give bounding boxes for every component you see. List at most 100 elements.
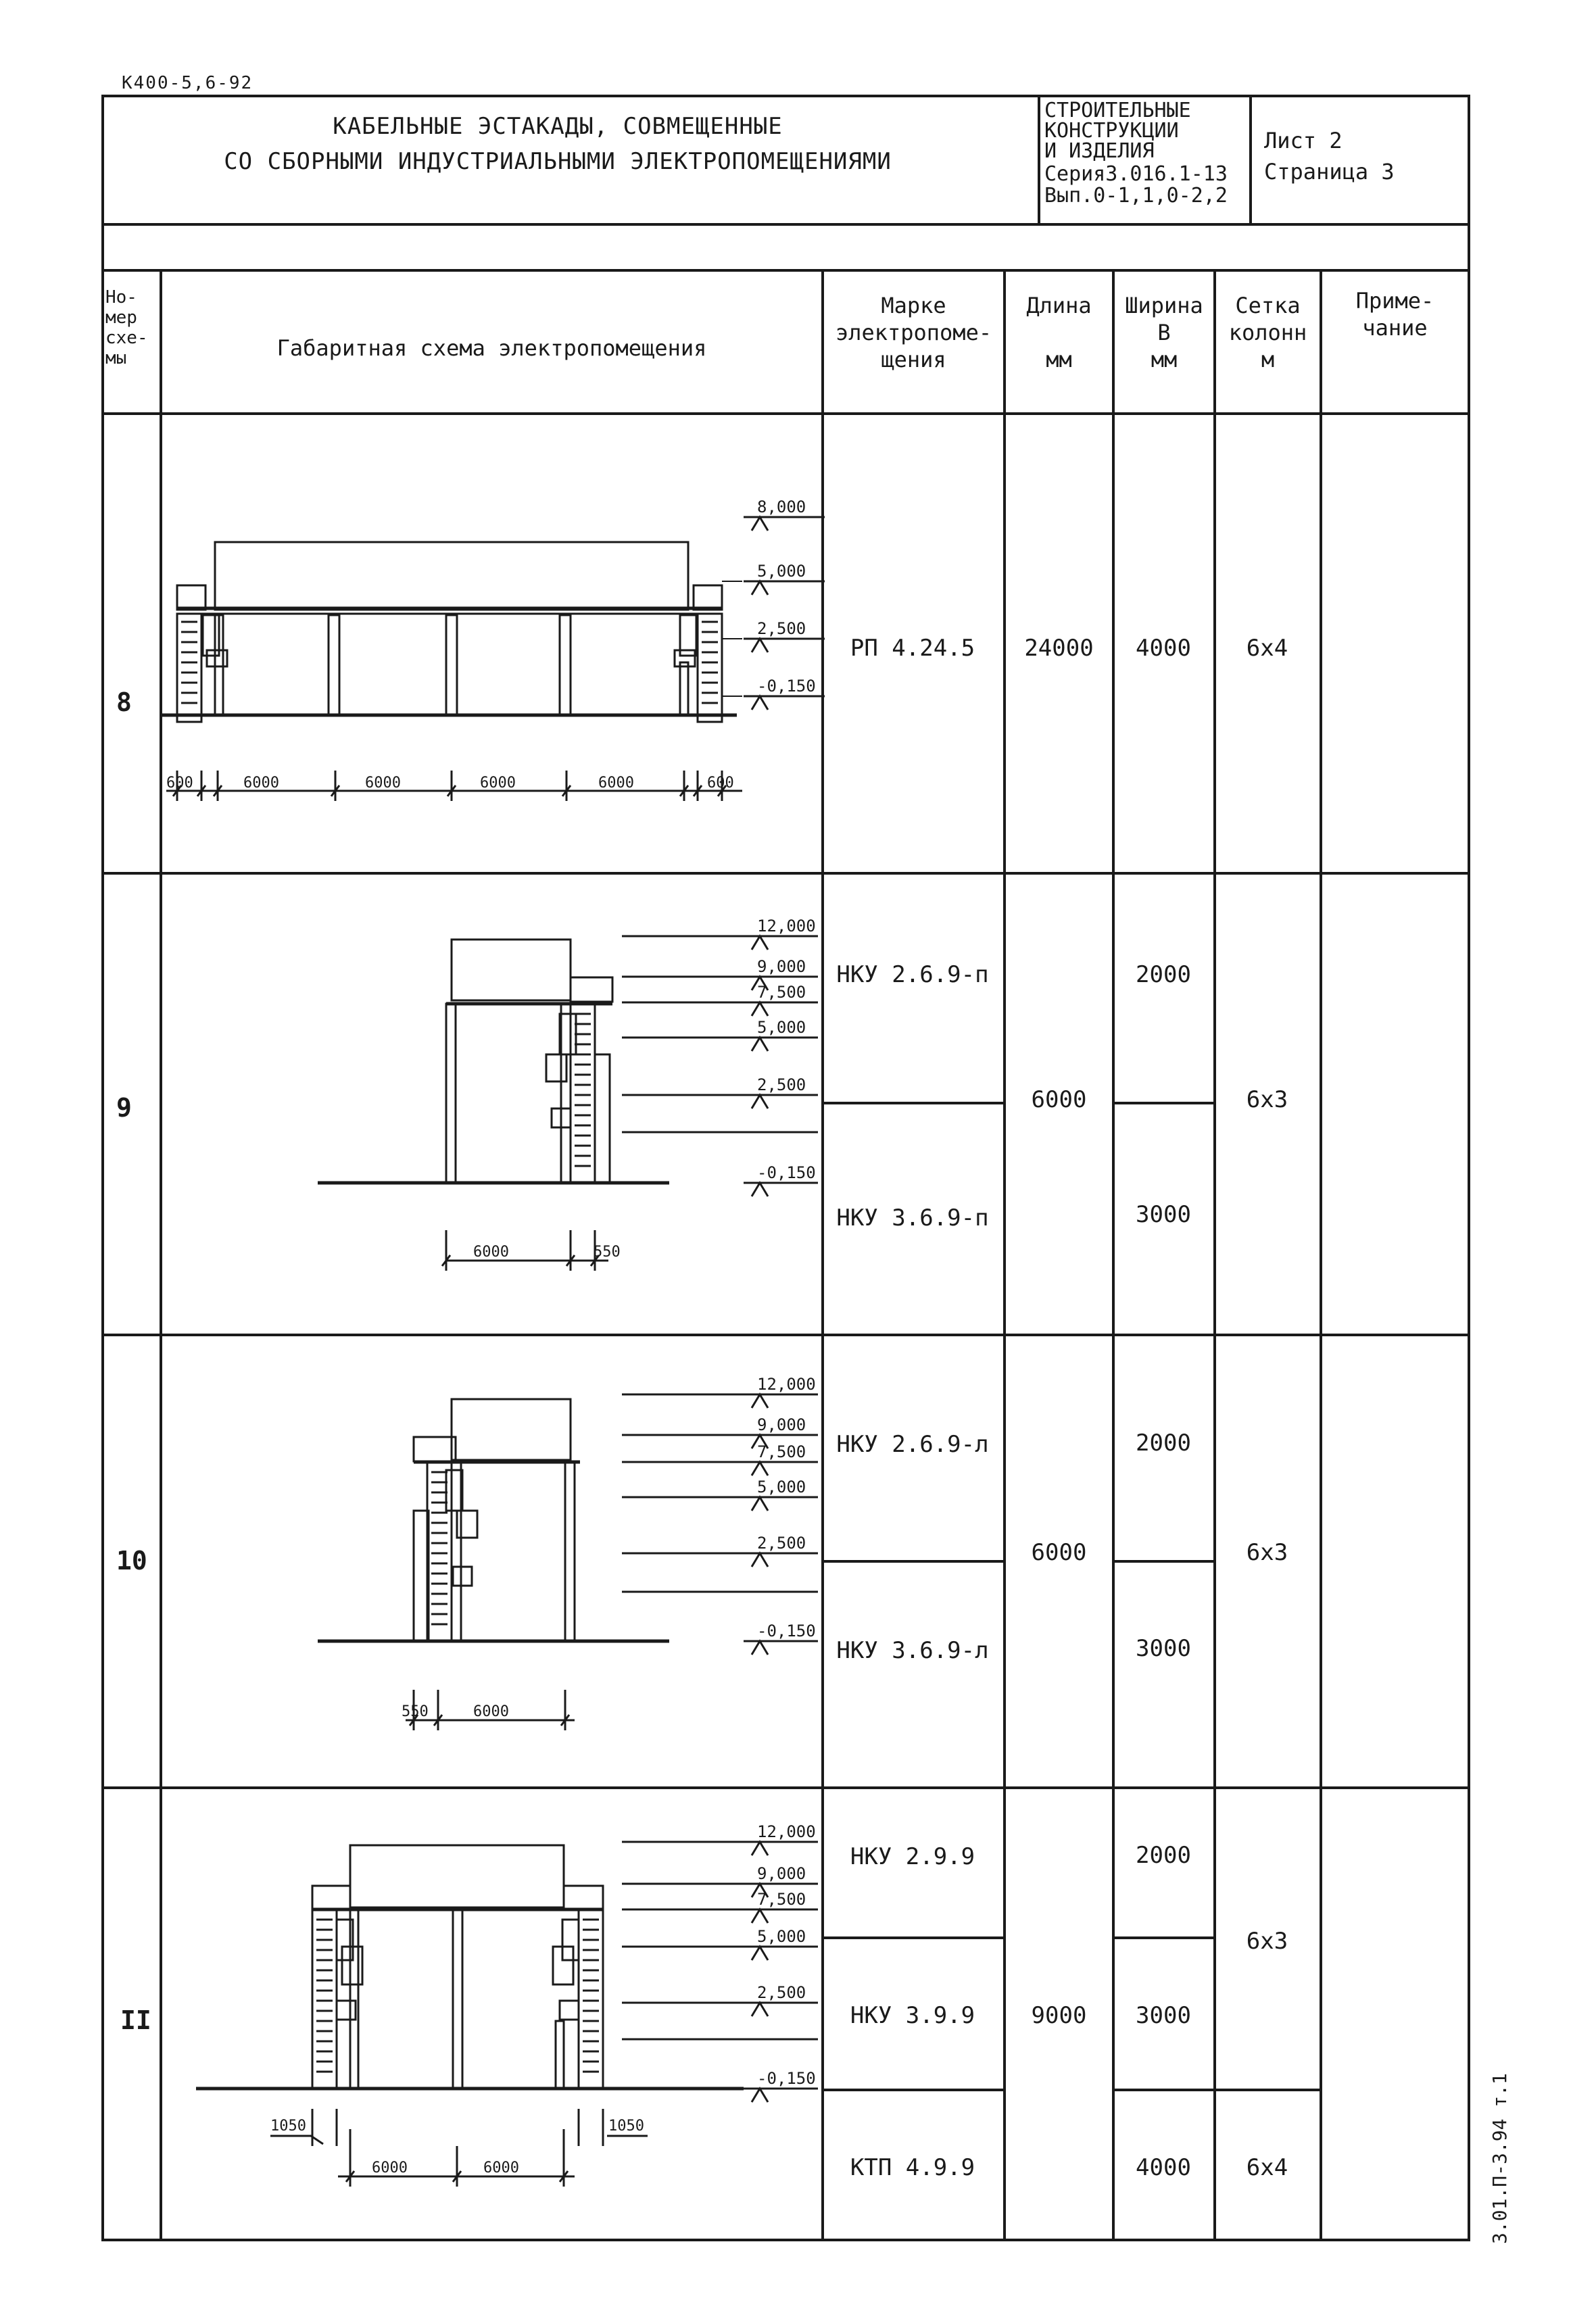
row11-level-1: 12,000	[757, 1822, 816, 1841]
frame-top	[101, 95, 1470, 97]
row11-grid-1: 6х3	[1246, 1928, 1288, 1955]
row8-dim-2: 6000	[243, 775, 279, 791]
row9-mark-1: НКУ 2.6.9-п	[836, 961, 989, 988]
document-code: К400-5,6-92	[122, 73, 253, 93]
header-divider-1	[1038, 95, 1040, 224]
series-line1: СТРОИТЕЛЬНЫЕ	[1044, 99, 1191, 122]
row-number-9: 9	[116, 1093, 132, 1123]
row10-level-3: 7,500	[757, 1442, 806, 1461]
col-header-note: Приме- чание	[1355, 288, 1434, 341]
col-line-3	[1003, 269, 1006, 2240]
col-line-6	[1320, 269, 1322, 2240]
row-number-8: 8	[116, 687, 132, 717]
row9-width-split	[1112, 1102, 1215, 1104]
row10-mark-1: НКУ 2.6.9-л	[836, 1431, 989, 1458]
col-line-1	[160, 269, 162, 2240]
row10-level-2: 9,000	[757, 1415, 806, 1434]
row-line-8	[101, 872, 1470, 875]
row11-width-3: 4000	[1136, 2154, 1191, 2181]
scheme-11-drawing	[196, 1840, 818, 2187]
row8-level-2: 5,000	[757, 562, 806, 581]
row9-dim-1: 6000	[473, 1244, 509, 1261]
row10-dim-2: 6000	[473, 1703, 509, 1720]
col-header-grid: Сетка колонн м	[1228, 293, 1307, 372]
side-stamp: 3.01.П-3.94 т.1	[1489, 2073, 1511, 2244]
series-line5: Вып.0-1,1,0-2,2	[1044, 184, 1228, 208]
table-top-line	[101, 269, 1470, 272]
col-line-2	[821, 269, 824, 2240]
row10-level-1: 12,000	[757, 1375, 816, 1394]
row-line-9	[101, 1334, 1470, 1336]
row9-length: 6000	[1031, 1086, 1087, 1113]
row9-width-1: 2000	[1136, 961, 1191, 988]
row10-width-split	[1112, 1560, 1215, 1563]
row11-length: 9000	[1031, 2002, 1087, 2029]
scheme-8-drawing	[162, 515, 825, 801]
row10-dim-1: 550	[402, 1703, 429, 1720]
row-line-10	[101, 1786, 1470, 1789]
row9-level-5: 2,500	[757, 1075, 806, 1094]
row8-dim-4: 6000	[480, 775, 516, 791]
row11-level-3: 7,500	[757, 1890, 806, 1909]
row-line-header	[101, 412, 1470, 415]
row11-mark-2: НКУ 3.9.9	[850, 2002, 975, 2029]
row11-level-5: 2,500	[757, 1983, 806, 2002]
frame-bottom	[101, 2239, 1470, 2241]
row11-level-4: 5,000	[757, 1927, 806, 1946]
row9-dim-2: 550	[594, 1244, 621, 1261]
col-header-scheme: Габаритная схема электропомещения	[276, 335, 707, 361]
row9-width-2: 3000	[1136, 1201, 1191, 1228]
row11-dim-3: 6000	[372, 2160, 408, 2176]
row11-grid-split	[1213, 2089, 1321, 2091]
row9-level-2: 9,000	[757, 957, 806, 976]
row10-width-1: 2000	[1136, 1430, 1191, 1457]
col-header-mark: Марке электропоме- щения	[835, 293, 992, 372]
row10-level-5: 2,500	[757, 1534, 806, 1553]
row11-level-2: 9,000	[757, 1864, 806, 1883]
row9-level-4: 5,000	[757, 1018, 806, 1037]
page-number: Страница 3	[1264, 159, 1395, 185]
row9-level-3: 7,500	[757, 983, 806, 1002]
frame-right	[1468, 95, 1470, 2241]
col-header-number: Но- мер схе- мы	[105, 287, 148, 368]
header-title-line1: КАБЕЛЬНЫЕ ЭСТАКАДЫ, СОВМЕЩЕННЫЕ	[333, 113, 783, 140]
row8-level-3: 2,500	[757, 619, 806, 638]
row11-dim-2: 1050	[608, 2118, 644, 2135]
row8-length: 24000	[1024, 635, 1094, 662]
series-line2: КОНСТРУКЦИИ	[1044, 119, 1179, 143]
series-line4: Серия3.016.1-13	[1044, 162, 1228, 186]
row11-dim-4: 6000	[483, 2160, 519, 2176]
row11-width-1: 2000	[1136, 1842, 1191, 1869]
row10-level-4: 5,000	[757, 1478, 806, 1496]
row9-level-1: 12,000	[757, 917, 816, 935]
row8-width: 4000	[1136, 635, 1191, 662]
row8-level-4: -0,150	[757, 677, 816, 696]
row8-grid: 6х4	[1246, 635, 1288, 662]
scheme-9-drawing	[318, 934, 818, 1271]
row8-dim-5: 6000	[598, 775, 634, 791]
col-header-width: Ширина В мм	[1125, 293, 1203, 372]
row8-mark: РП 4.24.5	[850, 635, 975, 662]
row-number-10: 10	[116, 1546, 147, 1576]
row8-dim-3: 6000	[365, 775, 401, 791]
row11-mark-split-2	[821, 2089, 1004, 2091]
row11-mark-split-1	[821, 1936, 1004, 1939]
row10-width-2: 3000	[1136, 1635, 1191, 1662]
row9-level-6: -0,150	[757, 1163, 816, 1182]
col-line-5	[1213, 269, 1216, 2240]
row10-length: 6000	[1031, 1539, 1087, 1566]
row9-grid: 6х3	[1246, 1086, 1288, 1113]
row11-level-6: -0,150	[757, 2069, 816, 2088]
frame-left	[101, 95, 104, 2241]
row11-dim-1: 1050	[270, 2118, 306, 2135]
scheme-10-drawing	[318, 1392, 818, 1730]
row9-mark-2: НКУ 3.6.9-п	[836, 1204, 989, 1232]
row11-mark-1: НКУ 2.9.9	[850, 1843, 975, 1870]
row8-dim-6: 600	[707, 775, 734, 791]
row11-width-split-2	[1112, 2089, 1215, 2091]
col-line-4	[1112, 269, 1115, 2240]
row11-mark-3: КТП 4.9.9	[850, 2154, 975, 2181]
row8-level-1: 8,000	[757, 497, 806, 516]
row10-mark-split	[821, 1560, 1004, 1563]
row10-level-6: -0,150	[757, 1622, 816, 1640]
